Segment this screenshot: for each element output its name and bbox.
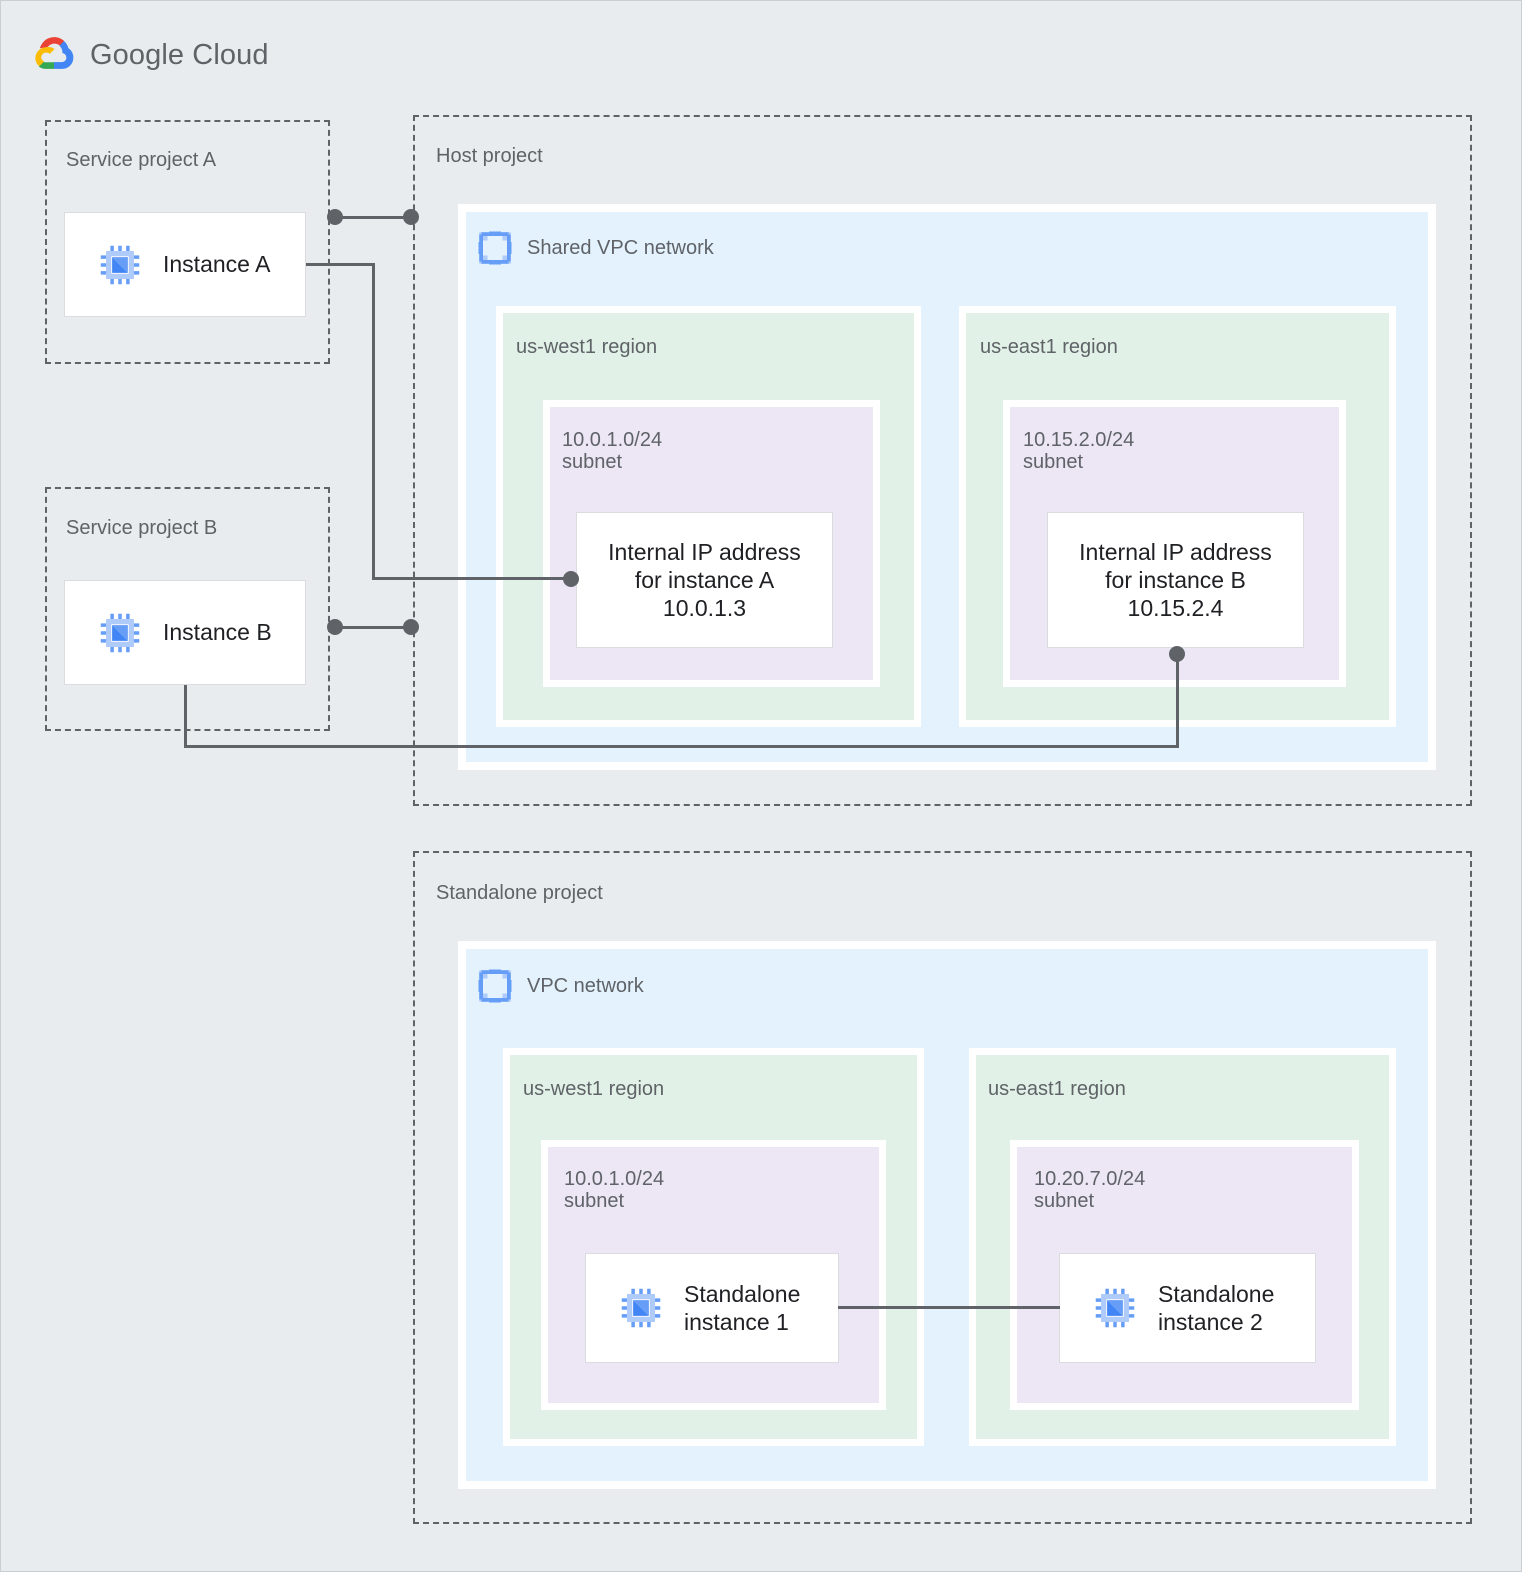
connector-instance-b-segment-2 xyxy=(184,745,1179,748)
instance-b-label: Instance B xyxy=(163,619,272,646)
standalone-instance-1-card[interactable]: Standalone instance 1 xyxy=(585,1253,839,1363)
standalone-instance-2-card[interactable]: Standalone instance 2 xyxy=(1059,1253,1316,1363)
internal-ip-instance-a-text: Internal IP address for instance A 10.0.… xyxy=(608,538,801,622)
service-project-a-box xyxy=(45,120,330,364)
compute-instance-icon xyxy=(99,244,141,286)
connector-instance-a-segment-2 xyxy=(372,263,375,580)
service-project-b-box xyxy=(45,487,330,731)
host-subnet-10-15-2-0-label: 10.15.2.0/24 subnet xyxy=(1023,429,1135,474)
connector-instance-b-segment-1 xyxy=(184,685,187,748)
google-cloud-logo-text: Google Cloud xyxy=(90,39,269,72)
instance-a-label: Instance A xyxy=(163,251,271,278)
connector-dot-internal-ip-b xyxy=(1169,646,1185,662)
connector-instance-a-segment-3 xyxy=(372,577,573,580)
instance-b-card[interactable]: Instance B xyxy=(64,580,306,685)
standalone-subnet-10-0-1-0-label: 10.0.1.0/24 subnet xyxy=(564,1168,665,1213)
vpc-network-title: VPC network xyxy=(527,974,644,997)
host-region-us-east1-label: us-east1 region xyxy=(980,336,1118,358)
standalone-region-us-east1-label: us-east1 region xyxy=(988,1078,1126,1100)
vpc-network-header: VPC network xyxy=(477,968,644,1004)
connector-dot-internal-ip-a xyxy=(563,571,579,587)
host-subnet-10-0-1-0-label: 10.0.1.0/24 subnet xyxy=(562,429,663,474)
internal-ip-instance-b-card[interactable]: Internal IP address for instance B 10.15… xyxy=(1047,512,1304,648)
connector-instance-b-segment-3 xyxy=(1176,654,1179,746)
connector-dot-service-a xyxy=(327,209,343,225)
compute-instance-icon xyxy=(1094,1287,1136,1329)
brand-name-google: Google xyxy=(90,38,185,71)
host-project-label: Host project xyxy=(436,145,543,167)
google-cloud-logo-icon xyxy=(34,34,76,76)
connector-dot-host-b xyxy=(403,619,419,635)
vpc-network-icon xyxy=(477,968,513,1004)
brand-name-cloud: Cloud xyxy=(192,38,269,71)
google-cloud-logo: Google Cloud xyxy=(34,34,269,76)
vpc-network-icon xyxy=(477,230,513,266)
shared-vpc-network-title: Shared VPC network xyxy=(527,236,714,259)
connector-instance-a-segment-1 xyxy=(306,263,375,266)
host-project-box xyxy=(413,115,1472,806)
standalone-project-label: Standalone project xyxy=(436,882,603,904)
connector-dot-host-a xyxy=(403,209,419,225)
standalone-instance-1-label: Standalone instance 1 xyxy=(684,1280,801,1335)
internal-ip-instance-a-card[interactable]: Internal IP address for instance A 10.0.… xyxy=(576,512,833,648)
shared-vpc-network-header: Shared VPC network xyxy=(477,230,714,266)
service-project-a-label: Service project A xyxy=(66,149,217,171)
standalone-project-box xyxy=(413,851,1472,1524)
standalone-subnet-10-20-7-0-label: 10.20.7.0/24 subnet xyxy=(1034,1168,1146,1213)
connector-dot-service-b xyxy=(327,619,343,635)
instance-a-card[interactable]: Instance A xyxy=(64,212,306,317)
host-region-us-west1-label: us-west1 region xyxy=(516,336,658,358)
internal-ip-instance-b-text: Internal IP address for instance B 10.15… xyxy=(1079,538,1272,622)
service-project-b-label: Service project B xyxy=(66,517,218,539)
connector-standalone-1-to-2 xyxy=(838,1306,1060,1309)
compute-instance-icon xyxy=(99,612,141,654)
connector-service-a-to-host xyxy=(335,216,413,219)
standalone-region-us-west1-label: us-west1 region xyxy=(523,1078,665,1100)
connector-service-b-to-host xyxy=(335,626,413,629)
standalone-instance-2-label: Standalone instance 2 xyxy=(1158,1280,1275,1335)
compute-instance-icon xyxy=(620,1287,662,1329)
